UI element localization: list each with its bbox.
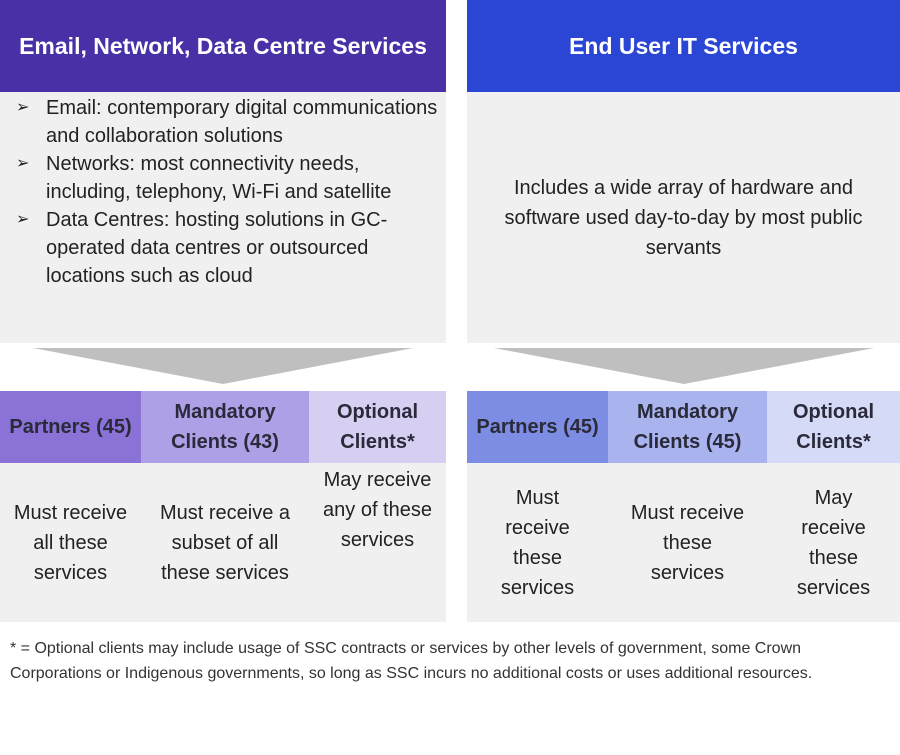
partners-label: Partners (45) — [467, 391, 608, 463]
partners-label: Partners (45) — [0, 391, 141, 463]
partners-desc: Must receive these services — [500, 486, 575, 599]
optional-clients-label: Optional Clients* — [767, 391, 900, 463]
client-groups-header: Partners (45) Mandatory Clients (43) Opt… — [0, 391, 446, 463]
optional-clients-desc: May receive any of these services — [323, 469, 432, 551]
down-arrow-icon — [33, 348, 413, 384]
mandatory-clients-desc: Must receive a subset of all these servi… — [159, 501, 291, 584]
optional-clients-desc: May receive these services — [796, 486, 871, 599]
bullet-item: ➢ Networks: most connectivity needs, incl… — [16, 150, 438, 206]
client-groups-header: Partners (45) Mandatory Clients (45) Opt… — [467, 391, 900, 463]
mandatory-clients-desc: Must receive these services — [630, 501, 745, 584]
mandatory-clients-label: Mandatory Clients (43) — [141, 391, 309, 463]
optional-clients-label: Optional Clients* — [309, 391, 446, 463]
partners-desc: Must receive all these services — [13, 501, 128, 584]
footnote: * = Optional clients may include usage o… — [10, 640, 813, 682]
arrow-bullet-icon: ➢ — [16, 211, 30, 228]
bullet-text: Networks: most connectivity needs, inclu… — [46, 153, 392, 203]
email-network-datacentre-column: Email, Network, Data Centre Services ➢ Em… — [0, 0, 446, 343]
column-header: Email, Network, Data Centre Services — [0, 0, 446, 92]
arrow-bullet-icon: ➢ — [16, 155, 30, 172]
client-groups-body: Must receive these services Must receive… — [467, 463, 900, 622]
end-user-it-column: End User IT Services Includes a wide arr… — [467, 0, 900, 343]
mandatory-clients-label: Mandatory Clients (45) — [608, 391, 767, 463]
services-description: ➢ Email: contemporary digital communicati… — [0, 92, 446, 343]
client-groups-body: Must receive all these services Must rec… — [0, 463, 446, 622]
bullet-item: ➢ Data Centres: hosting solutions in GC-o… — [16, 206, 438, 290]
bullet-text: Data Centres: hosting solutions in GC-op… — [46, 209, 388, 287]
down-arrow-icon — [494, 348, 874, 384]
bullet-item: ➢ Email: contemporary digital communicati… — [16, 94, 438, 150]
bullet-text: Email: contemporary digital communicatio… — [46, 97, 438, 147]
arrow-bullet-icon: ➢ — [16, 99, 30, 116]
column-header: End User IT Services — [467, 0, 900, 92]
services-description: Includes a wide array of hardware and so… — [467, 92, 900, 343]
